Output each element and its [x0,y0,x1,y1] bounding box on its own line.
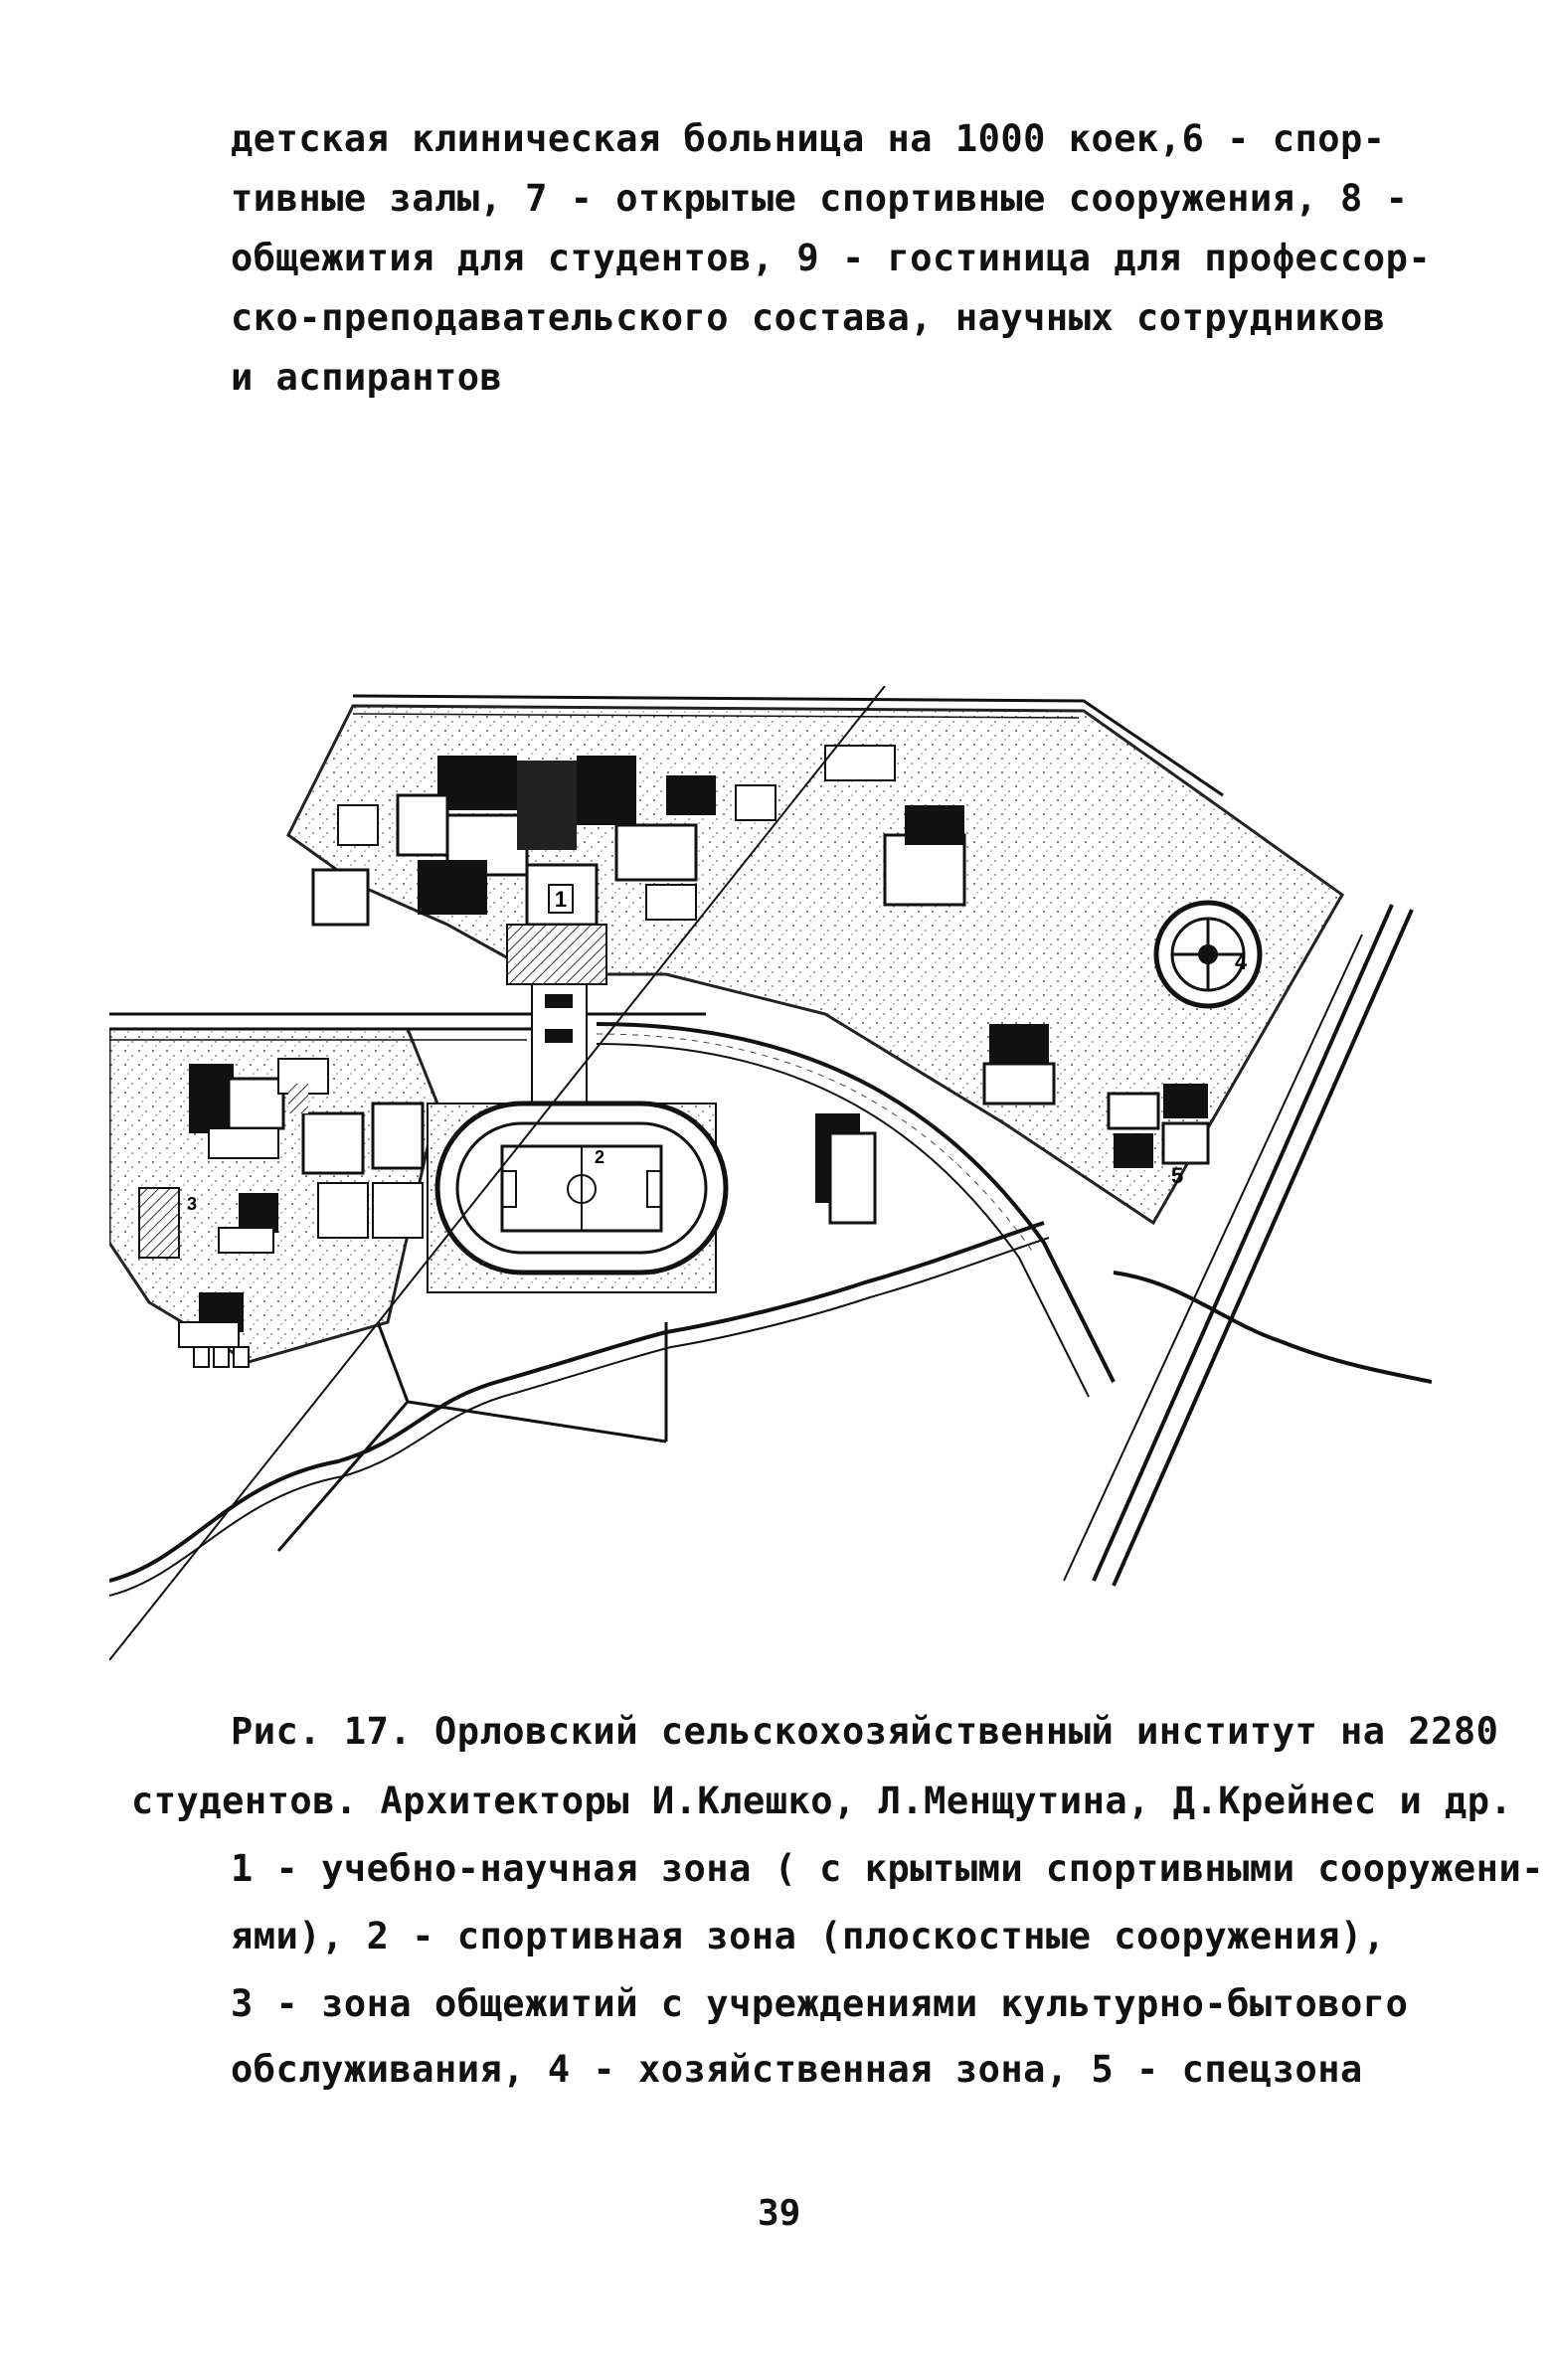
ne-building [883,833,966,907]
caption-line-4: ями), 2 - спортивная зона (плоскостные с… [231,1915,1386,1957]
sports-zone-stadium: 2 [427,1101,729,1293]
utility-zone-circle: 4 [1153,900,1263,1009]
campus-site-plan: 1 4 [107,685,1433,1661]
river-bank [108,1237,1050,1597]
zone-1-label: 1 [555,887,567,912]
tick-line [108,685,886,1661]
curved-road-centerline [596,1033,1033,1252]
intro-line-2: тивные залы, 7 - открытые спортивные соо… [231,177,1409,220]
top-boundary-line [352,713,1080,719]
river-east [1113,1271,1433,1384]
top-boundary-road [352,694,1224,797]
lower-boundary [276,1321,668,1552]
zone-4-label: 4 [1235,949,1248,974]
caption-line-5: 3 - зона общежитий с учреждениями культу… [231,1982,1409,2025]
nw-small-building [337,804,379,846]
main-avenue [109,1012,706,1031]
ne-kiosk [735,784,776,821]
ne-building-roof [905,805,964,845]
site-plan-drawing: 1 4 [107,685,1433,1661]
caption-line-1: Рис. 17. Орловский сельскохозяйственный … [231,1710,1499,1753]
academic-building-cluster [396,756,716,985]
zone-2-label: 2 [595,1147,604,1167]
axis-marker-1 [545,994,573,1008]
caption-line-6: обслуживания, 4 - хозяйственная зона, 5 … [231,2048,1363,2091]
highway-line-1 [1092,904,1394,1582]
axis-marker-2 [545,1029,573,1043]
nw-building [311,868,370,927]
intro-line-3: общежития для студентов, 9 - гостиница д… [231,237,1432,279]
intro-line-4: ско-преподавательского состава, научных … [231,296,1386,339]
gym-building-annex [828,1131,877,1225]
special-zone-buildings: 5 [982,1024,1210,1188]
ne-small-building [824,745,896,781]
river [108,1221,1045,1583]
dormitory-buildings: 3 [138,1058,425,1368]
curved-road-edge [596,1043,1090,1398]
zone-5-label: 5 [1171,1163,1183,1188]
label-zone-1: 1 [548,884,574,914]
highway-line-3 [1063,934,1363,1582]
page-number: 39 [758,2193,801,2234]
intro-line-5: и аспирантов [231,356,503,399]
curved-road [596,1022,1116,1383]
intro-line-1: детская клиническая больница на 1000 кое… [231,117,1386,160]
caption-line-2: студентов. Архитекторы И.Клешко, Л.Менщу… [131,1780,1513,1822]
caption-line-3: 1 - учебно-научная зона ( с крытыми спор… [231,1847,1545,1890]
zone-3-label: 3 [187,1194,197,1214]
highway-line-2 [1112,909,1414,1587]
